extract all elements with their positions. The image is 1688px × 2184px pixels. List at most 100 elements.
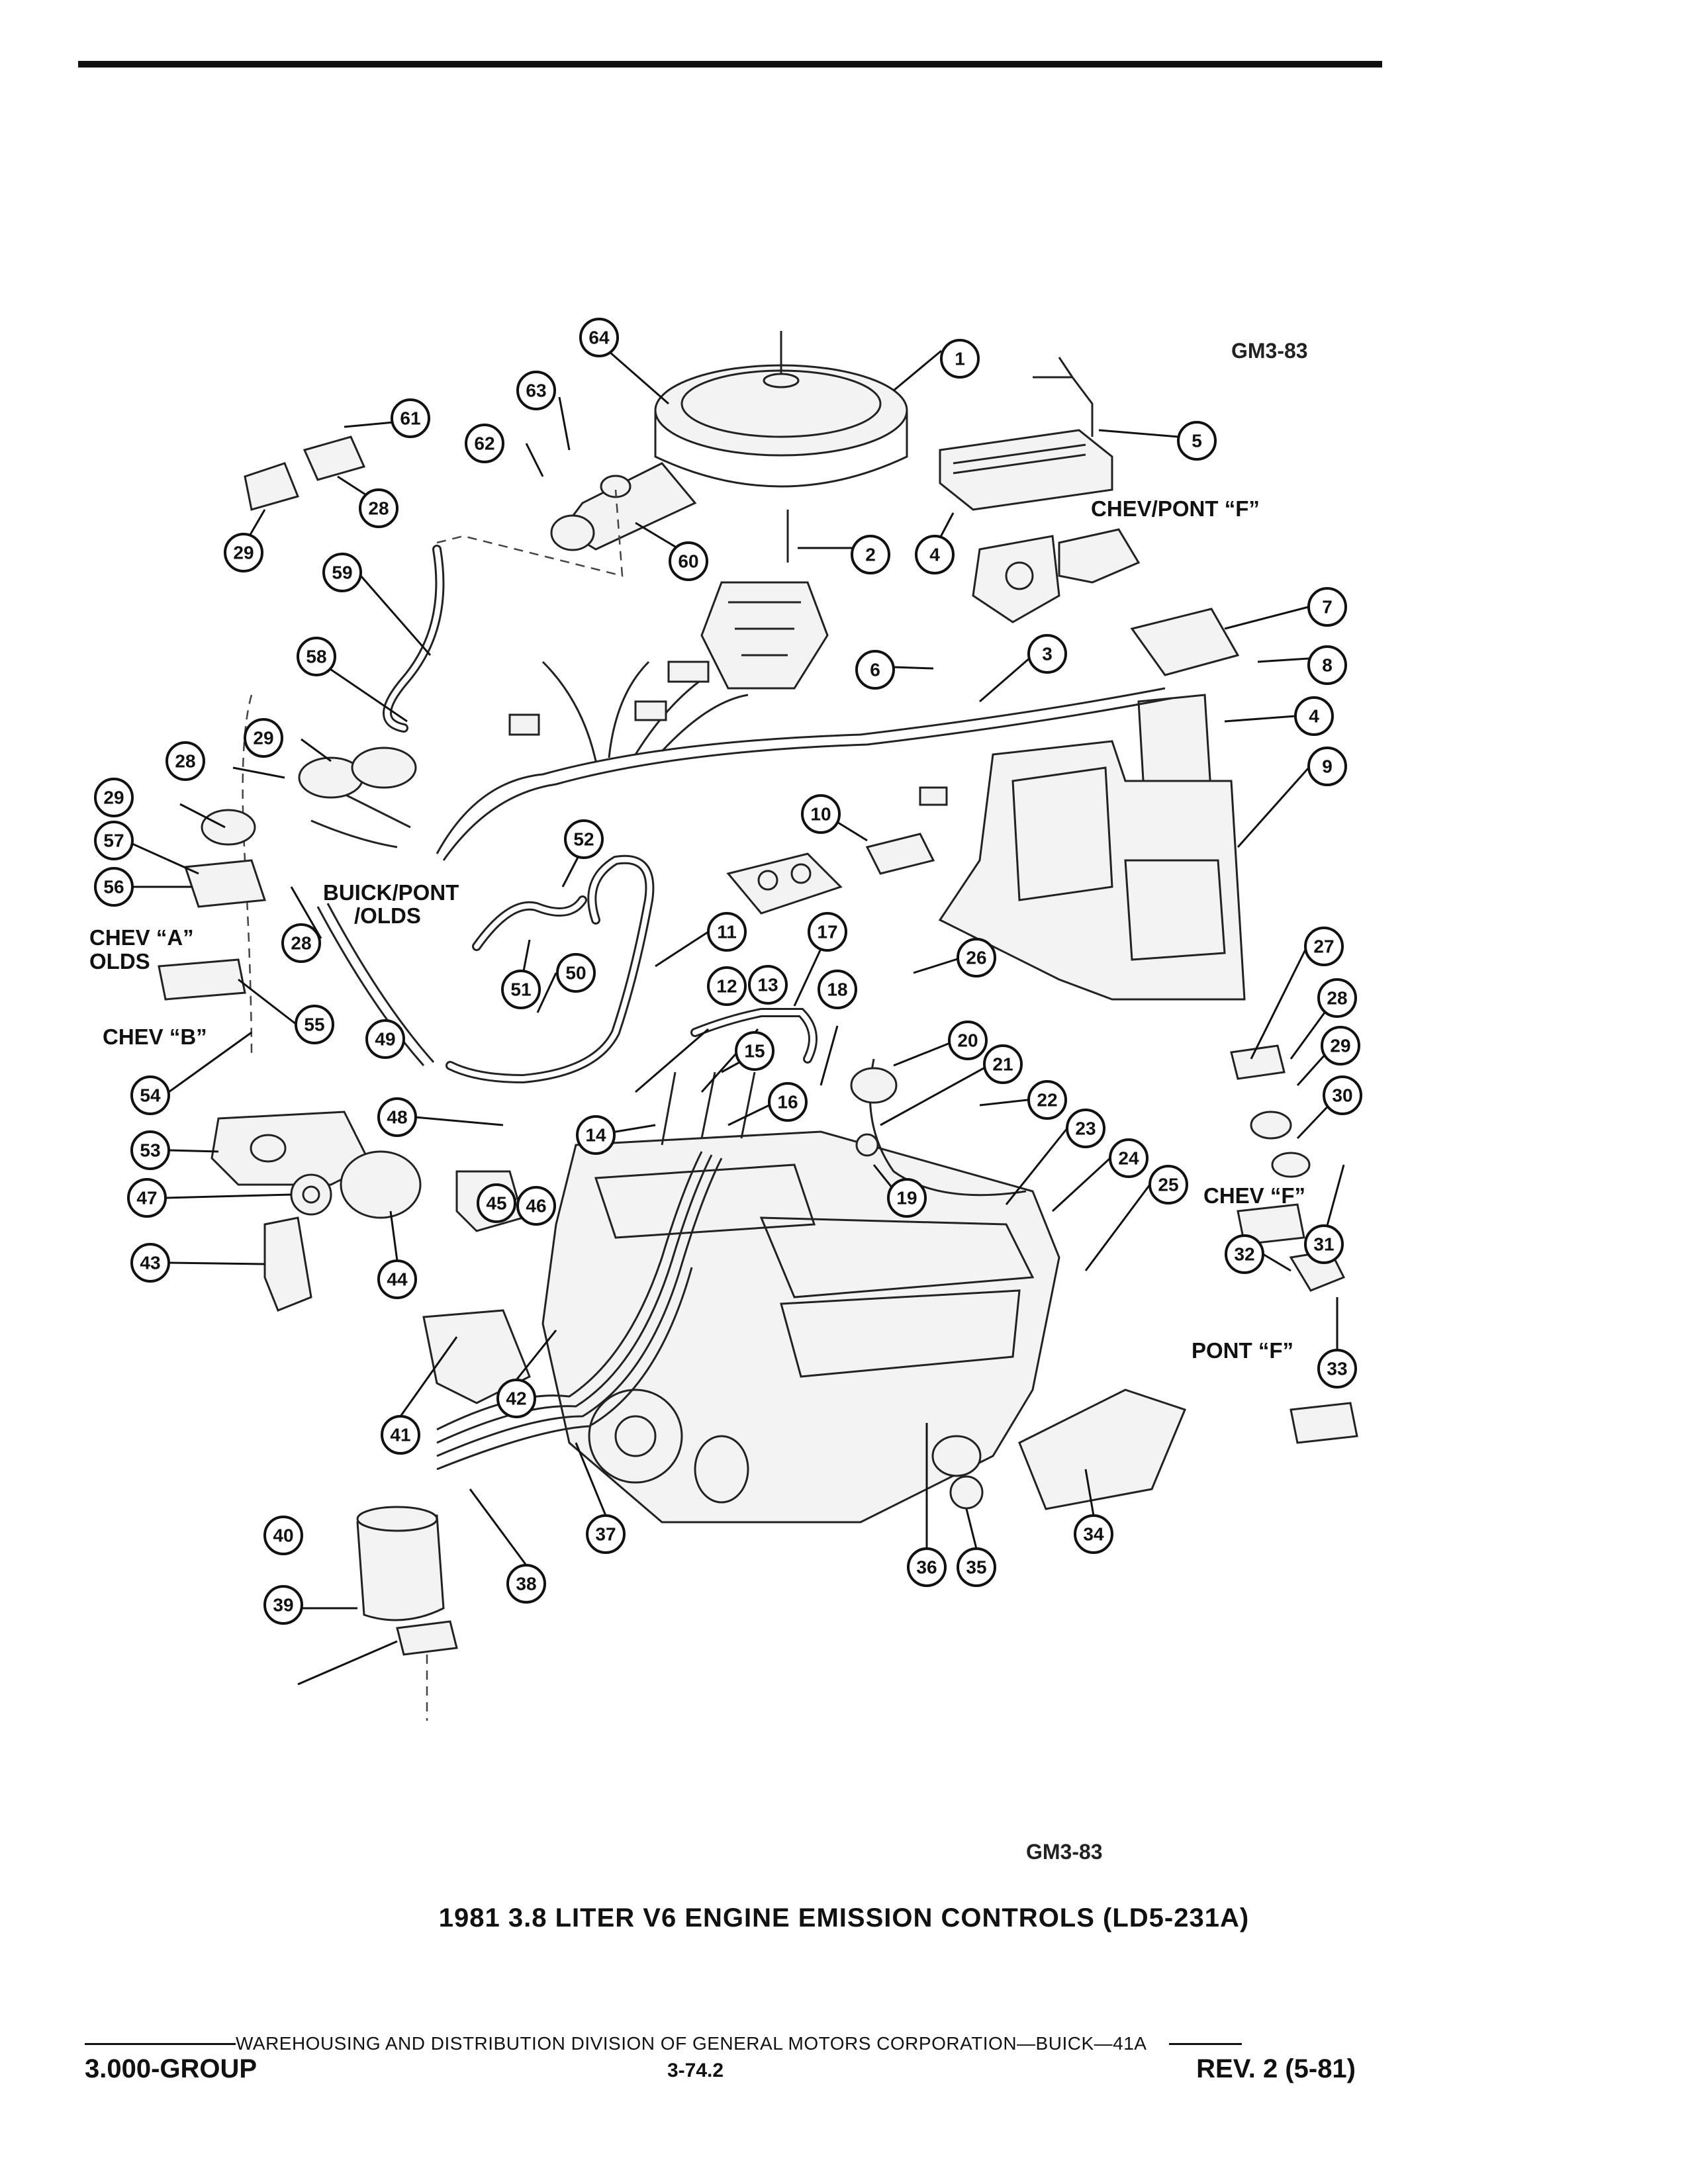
callout-29-lower-left: 29 — [94, 778, 134, 817]
svg-text:4: 4 — [929, 545, 940, 565]
figure-code-bottom: GM3-83 — [1026, 1840, 1103, 1864]
svg-text:21: 21 — [992, 1054, 1013, 1075]
callout-19: 19 — [887, 1178, 927, 1218]
svg-text:8: 8 — [1322, 655, 1333, 676]
svg-text:39: 39 — [273, 1595, 293, 1615]
svg-text:64: 64 — [588, 328, 610, 348]
callout-16: 16 — [768, 1082, 808, 1122]
footer-group: 3.000-GROUP — [85, 2054, 258, 2083]
callout-45: 45 — [477, 1183, 516, 1223]
svg-text:54: 54 — [140, 1085, 161, 1106]
svg-text:51: 51 — [510, 979, 531, 1000]
callout-53: 53 — [130, 1130, 170, 1170]
svg-text:29: 29 — [1330, 1036, 1350, 1056]
callout-39: 39 — [263, 1585, 303, 1625]
svg-text:49: 49 — [375, 1029, 395, 1050]
callout-14: 14 — [576, 1115, 616, 1155]
callout-28-upper-left: 28 — [359, 488, 399, 528]
callout-13: 13 — [748, 965, 788, 1005]
svg-text:35: 35 — [966, 1557, 986, 1578]
charcoal-canister — [356, 1506, 458, 1721]
engine-block — [541, 1071, 1060, 1524]
svg-text:58: 58 — [306, 647, 326, 667]
callout-56: 56 — [94, 867, 134, 907]
callout-42: 42 — [496, 1379, 536, 1418]
callout-29-right: 29 — [1321, 1026, 1360, 1066]
svg-text:37: 37 — [595, 1524, 616, 1545]
svg-text:59: 59 — [332, 563, 352, 583]
svg-text:50: 50 — [565, 963, 586, 983]
callout-22: 22 — [1027, 1080, 1067, 1120]
svg-text:19: 19 — [896, 1188, 917, 1208]
callout-57: 57 — [94, 821, 134, 860]
callout-48: 48 — [377, 1097, 417, 1137]
callout-29-mid-left: 29 — [244, 718, 283, 758]
svg-text:33: 33 — [1327, 1359, 1347, 1379]
callout-20: 20 — [948, 1021, 988, 1060]
callout-61: 61 — [391, 398, 430, 438]
svg-text:48: 48 — [387, 1107, 407, 1128]
svg-text:28: 28 — [368, 498, 389, 519]
vacuum-switches-left — [158, 435, 417, 1001]
svg-text:44: 44 — [387, 1269, 408, 1290]
label-chev-a-line2: OLDS — [89, 949, 150, 974]
svg-text:28: 28 — [291, 933, 311, 954]
callout-28-right: 28 — [1317, 978, 1357, 1018]
svg-text:42: 42 — [506, 1388, 526, 1409]
svg-text:45: 45 — [486, 1193, 506, 1214]
svg-text:57: 57 — [103, 831, 124, 851]
svg-text:29: 29 — [233, 543, 254, 563]
callout-12: 12 — [707, 966, 747, 1006]
callout-40: 40 — [263, 1516, 303, 1555]
svg-text:27: 27 — [1313, 936, 1334, 957]
svg-text:20: 20 — [957, 1030, 978, 1051]
label-chev-pont-f: CHEV/PONT “F” — [1091, 496, 1260, 521]
callout-58: 58 — [297, 637, 336, 676]
air-cleaner-assembly — [550, 331, 908, 563]
ecm-bracket-and-module — [939, 357, 1113, 511]
label-chev-a-line1: CHEV “A” — [89, 925, 194, 950]
callout-36: 36 — [907, 1547, 947, 1587]
svg-text:18: 18 — [827, 979, 847, 1000]
callout-11: 11 — [707, 912, 747, 952]
footer: 3.000-GROUP 3-74.2 REV. 2 (5-81) — [85, 2054, 1356, 2087]
svg-text:7: 7 — [1322, 597, 1333, 617]
callout-2: 2 — [851, 535, 890, 574]
callout-47: 47 — [127, 1178, 167, 1218]
callout-4-lower: 4 — [1294, 696, 1334, 736]
footer-division-text: WAREHOUSING AND DISTRIBUTION DIVISION OF… — [236, 2033, 1147, 2054]
callout-51: 51 — [501, 970, 541, 1009]
callout-33: 33 — [1317, 1349, 1357, 1388]
callout-29-upper-left: 29 — [224, 533, 263, 572]
label-buick-pont-olds-line1: BUICK/PONT — [323, 880, 459, 905]
callout-4-upper: 4 — [915, 535, 955, 574]
svg-text:9: 9 — [1322, 756, 1333, 777]
egr-and-right-parts — [850, 1044, 1358, 1510]
callout-28-lower-left: 28 — [165, 741, 205, 781]
svg-text:22: 22 — [1037, 1090, 1057, 1111]
svg-text:2: 2 — [865, 545, 876, 565]
svg-text:28: 28 — [1327, 988, 1347, 1009]
callout-21: 21 — [983, 1044, 1023, 1084]
svg-text:31: 31 — [1313, 1234, 1334, 1255]
svg-text:26: 26 — [966, 948, 986, 968]
wiring-harness — [310, 660, 1172, 861]
svg-text:25: 25 — [1158, 1175, 1178, 1195]
svg-text:12: 12 — [716, 976, 737, 997]
svg-text:38: 38 — [516, 1574, 536, 1594]
svg-text:56: 56 — [103, 877, 124, 897]
flex-hose-59 — [383, 489, 624, 733]
callout-18: 18 — [818, 970, 857, 1009]
throttle-position-bracket — [972, 528, 1141, 623]
callout-17: 17 — [808, 912, 847, 952]
svg-text:61: 61 — [400, 408, 420, 429]
callout-3: 3 — [1027, 634, 1067, 674]
callout-43: 43 — [130, 1243, 170, 1283]
svg-text:24: 24 — [1118, 1148, 1139, 1169]
callout-44: 44 — [377, 1259, 417, 1299]
callout-46: 46 — [516, 1186, 556, 1226]
callout-34: 34 — [1074, 1514, 1113, 1554]
svg-text:10: 10 — [810, 804, 831, 825]
ecm-housing-bracket — [938, 608, 1246, 1001]
